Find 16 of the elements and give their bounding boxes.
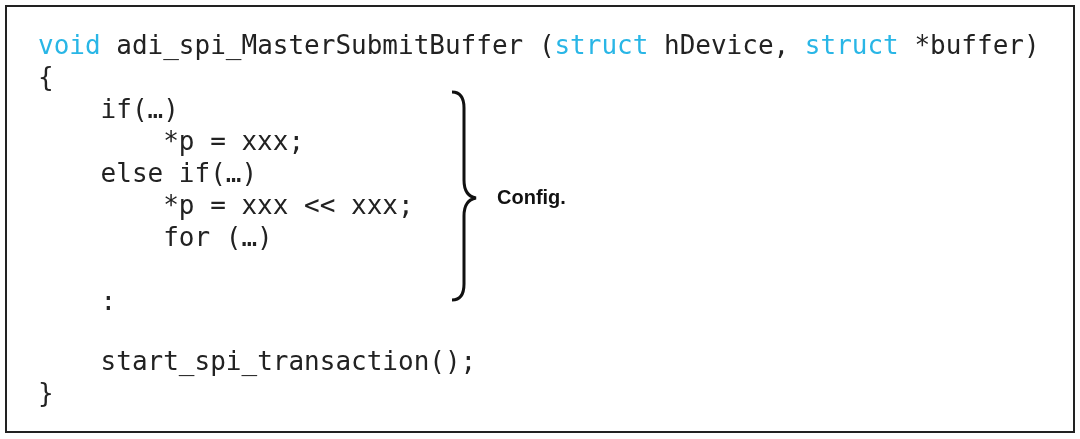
code-text: *buffer) [914,30,1040,60]
code-text: adi_spi_MasterSubmitBuffer ( [116,30,555,60]
code-text: *p = xxx << xxx; [163,190,414,220]
code-text: { [38,62,54,92]
keyword: struct [554,30,649,60]
brace-label: Config. [497,186,566,209]
code-text: : [100,286,117,316]
code-text: else if(…) [100,158,258,188]
code-text: } [38,378,54,408]
code-text: hDevice, [664,30,790,60]
code-text: start_spi_transaction(); [100,346,477,376]
keyword: void [38,30,101,60]
code-text: for (…) [163,222,273,252]
keyword: struct [804,30,899,60]
code-text: if(…) [100,94,179,124]
code-text: *p = xxx; [163,126,305,156]
